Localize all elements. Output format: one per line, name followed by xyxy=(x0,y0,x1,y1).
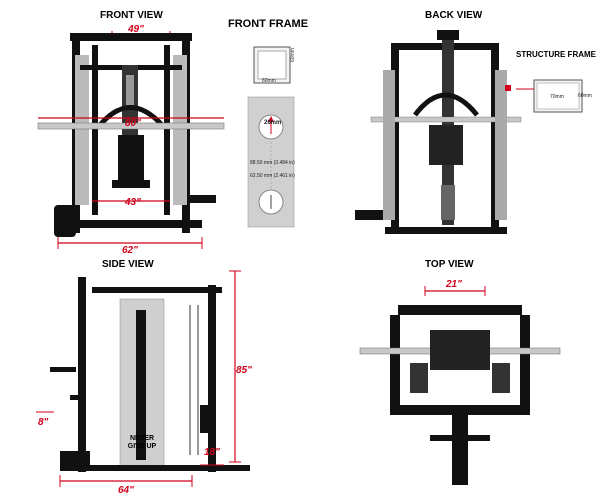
side-height-label: 85" xyxy=(236,365,252,376)
front-view-panel: FRONT VIEW 49" xyxy=(30,5,225,256)
side-view-panel: SIDE VIEW 85" 64" 18" 8" NEVER GIVE UP xyxy=(30,255,260,500)
top-width-label: 21" xyxy=(446,279,462,290)
front-view-drawing xyxy=(37,31,225,249)
front-inner-width-label: 43" xyxy=(125,197,141,208)
front-mid-width-label: 80" xyxy=(125,118,141,129)
front-frame-drawing xyxy=(247,46,295,228)
front-frame-hole-label: 26mm xyxy=(264,120,282,126)
structure-frame-title: STRUCTURE FRAME xyxy=(516,50,596,59)
structure-frame-drawing xyxy=(516,79,583,113)
front-view-title: FRONT VIEW xyxy=(100,10,163,21)
front-frame-spacing-1-label: 88.50 mm (3.484 in) xyxy=(250,160,295,166)
side-depth-label: 64" xyxy=(118,485,134,496)
back-view-panel: BACK VIEW xyxy=(345,5,525,250)
front-top-width-label: 49" xyxy=(128,24,144,35)
side-foot-label: 18" xyxy=(204,447,220,458)
back-view-drawing xyxy=(355,30,522,234)
side-view-drawing xyxy=(36,270,250,487)
structure-frame-width-label: 70mm xyxy=(550,94,564,100)
structure-frame-panel: STRUCTURE FRAME 70mm 60mm xyxy=(512,45,600,115)
side-handle-label: 8" xyxy=(38,417,49,428)
top-view-panel: TOP VIEW 21" xyxy=(359,255,561,500)
front-base-width-label: 62" xyxy=(122,245,138,256)
structure-frame-height-label: 60mm xyxy=(578,93,592,99)
top-view-title: TOP VIEW xyxy=(425,259,474,270)
front-frame-height-label: 60mm xyxy=(290,48,296,62)
side-brand-text: NEVER GIVE UP xyxy=(127,435,157,450)
back-view-title: BACK VIEW xyxy=(425,10,483,21)
front-frame-panel: FRONT FRAME 60mm 60mm 26mm 88.50 mm (3.4… xyxy=(228,12,318,242)
front-frame-title: FRONT FRAME xyxy=(228,18,309,30)
side-view-title: SIDE VIEW xyxy=(102,259,154,270)
front-frame-width-label: 60mm xyxy=(262,78,276,84)
top-view-drawing xyxy=(359,286,561,485)
front-frame-spacing-2-label: 62.50 mm (2.461 in) xyxy=(250,173,295,179)
